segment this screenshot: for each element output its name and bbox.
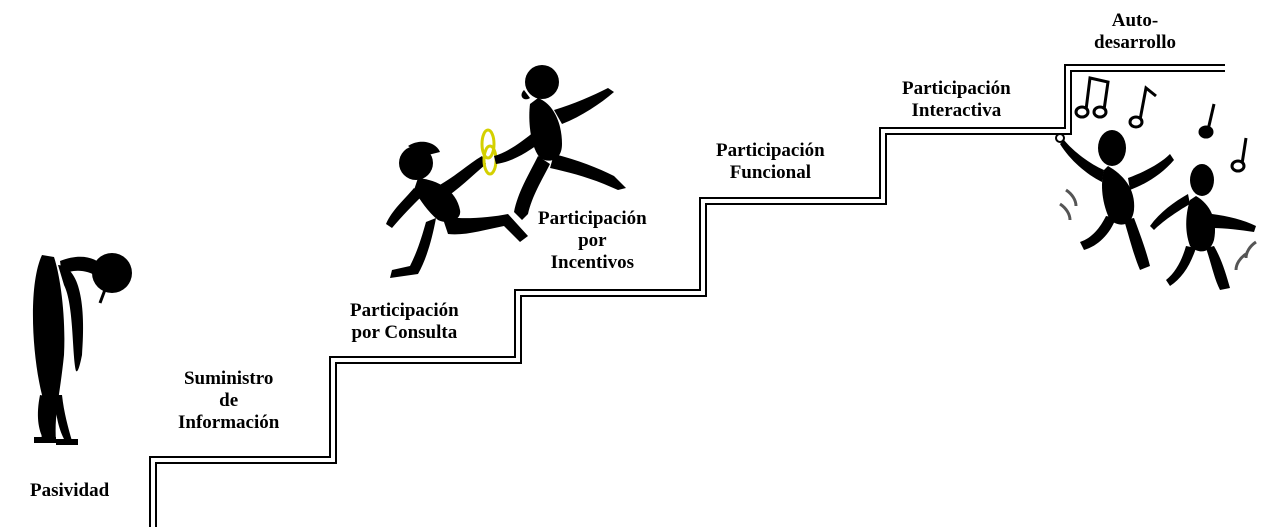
step-label-line: Auto- <box>1111 10 1159 31</box>
relay-runners-icon <box>386 65 626 278</box>
step-label-line: Suministro <box>183 368 274 389</box>
step-label-line: por <box>578 230 607 251</box>
step-label-line: Incentivos <box>550 252 635 273</box>
dancing-people-icon <box>1055 76 1257 290</box>
step-label-line: Pasividad <box>30 480 110 501</box>
step-label-line: de <box>219 390 239 411</box>
staircase-line-outer <box>149 64 1225 527</box>
step-label-incentivos: Participación por Incentivos <box>538 208 647 274</box>
step-label-line: Información <box>178 412 280 433</box>
staircase-line-inner <box>155 70 1225 527</box>
step-label-line: desarrollo <box>1094 32 1176 53</box>
step-label-line: por Consulta <box>351 322 458 343</box>
step-label-line: Participación <box>538 208 647 229</box>
step-label-line: Interactiva <box>911 100 1002 121</box>
step-label-consulta: Participación por Consulta <box>350 300 459 344</box>
step-label-pasividad: Pasividad <box>30 480 109 502</box>
step-label-line: Participación <box>716 140 825 161</box>
step-label-line: Participación <box>902 78 1011 99</box>
step-label-interactiva: Participación Interactiva <box>902 78 1011 122</box>
step-label-line: Funcional <box>729 162 811 183</box>
step-label-line: Participación <box>350 300 459 321</box>
step-label-funcional: Participación Funcional <box>716 140 825 184</box>
slumped-person-icon <box>32 253 132 445</box>
music-note-icon <box>1074 76 1248 173</box>
step-label-autodesarrollo: Auto- desarrollo <box>1094 10 1176 54</box>
step-label-suministro: Suministro de Información <box>178 368 279 434</box>
